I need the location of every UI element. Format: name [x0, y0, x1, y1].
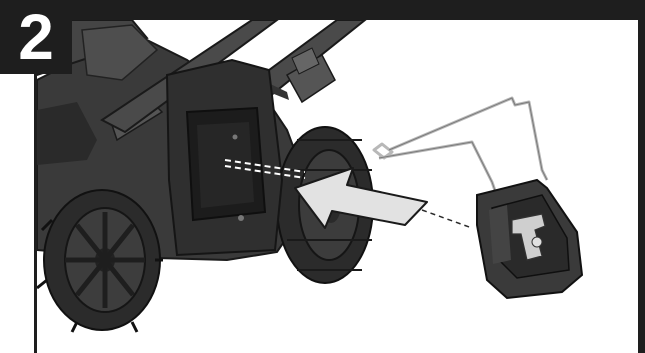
- panel-top-bar: [0, 0, 645, 20]
- step-number-badge: 2: [0, 0, 72, 74]
- grass-bag-mount: [477, 180, 582, 298]
- panel-right-border: [638, 20, 645, 353]
- assembly-illustration: [37, 20, 638, 353]
- grass-chute-opening: [167, 60, 282, 255]
